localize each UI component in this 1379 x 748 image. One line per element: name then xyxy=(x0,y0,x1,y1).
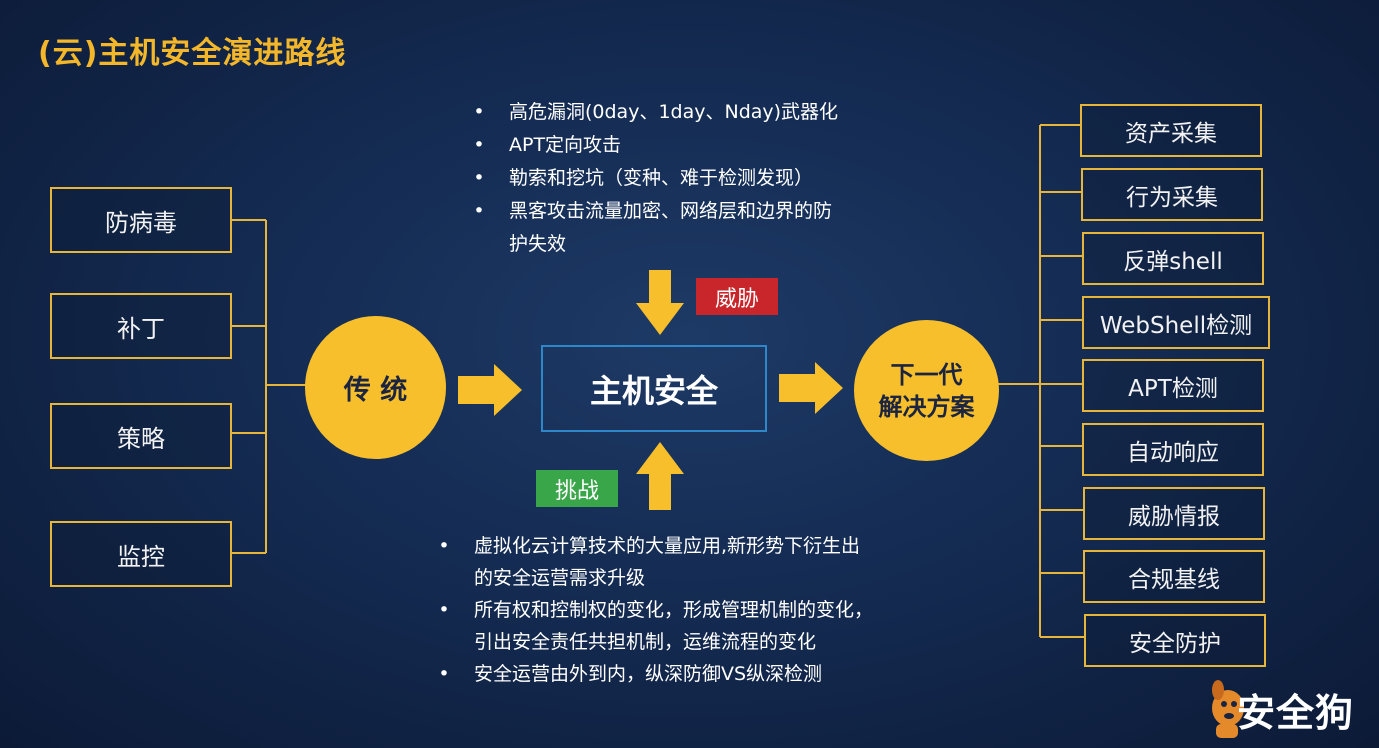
threat-bullet-list: • 高危漏洞(0day、1day、Nday)武器化 • APT定向攻击 • 勒索和挖坑… xyxy=(472,96,892,261)
right-item-security-protection: 安全防护 xyxy=(1084,614,1266,667)
right-item-behavior-collection: 行为采集 xyxy=(1081,168,1263,221)
threat-bullet-text: 勒索和挖坑（变种、难于检测发现） xyxy=(509,167,814,189)
host-security-label: 主机安全 xyxy=(589,371,718,410)
list-item: • 虚拟化云计算技术的大量应用,新形势下衍生出 的安全运营需求升级 xyxy=(437,530,937,594)
next-gen-line2: 解决方案 xyxy=(878,392,975,421)
left-item-patch: 补丁 xyxy=(50,293,232,359)
right-item-reverse-shell: 反弹shell xyxy=(1082,232,1264,285)
right-item-label: 自动响应 xyxy=(1127,439,1219,466)
threat-bullet-text: 高危漏洞(0day、1day、Nday)武器化 xyxy=(509,101,839,123)
brand-logo-text: 安全狗 xyxy=(1237,691,1355,735)
bullet-icon: • xyxy=(473,167,485,189)
list-item: • 安全运营由外到内，纵深防御VS纵深检测 xyxy=(437,658,937,690)
right-item-label: 行为采集 xyxy=(1126,184,1218,211)
right-item-auto-response: 自动响应 xyxy=(1082,423,1264,476)
right-item-label: APT检测 xyxy=(1128,375,1218,402)
bullet-icon: • xyxy=(438,535,450,557)
left-item-monitor: 监控 xyxy=(50,521,232,587)
threat-bullet-text: APT定向攻击 xyxy=(509,134,622,156)
list-item: • 所有权和控制权的变化，形成管理机制的变化， 引出安全责任共担机制，运维流程的变… xyxy=(437,594,937,658)
right-item-asset-collection: 资产采集 xyxy=(1080,104,1262,157)
traditional-label: 传 统 xyxy=(343,375,408,406)
list-item: • 高危漏洞(0day、1day、Nday)武器化 xyxy=(472,96,892,129)
bullet-icon: • xyxy=(438,599,450,621)
threat-bullet-text: 黑客攻击流量加密、网络层和边界的防 护失效 xyxy=(509,200,833,255)
list-item: • APT定向攻击 xyxy=(472,129,892,162)
right-item-compliance-baseline: 合规基线 xyxy=(1083,550,1265,603)
list-item: • 黑客攻击流量加密、网络层和边界的防 护失效 xyxy=(472,195,892,261)
left-item-label: 监控 xyxy=(117,542,165,571)
traditional-circle: 传 统 xyxy=(305,316,446,459)
right-item-label: 合规基线 xyxy=(1128,566,1220,593)
threat-tag-label: 威胁 xyxy=(714,286,759,312)
right-item-apt-detection: APT检测 xyxy=(1082,359,1264,412)
arrow-down-threat xyxy=(636,270,684,335)
arrow-to-nextgen xyxy=(779,362,843,414)
challenge-bullet-list: • 虚拟化云计算技术的大量应用,新形势下衍生出 的安全运营需求升级 • 所有权和控制… xyxy=(437,530,937,690)
list-item: • 勒索和挖坑（变种、难于检测发现） xyxy=(472,162,892,195)
right-item-label: 反弹shell xyxy=(1123,248,1223,275)
bullet-icon: • xyxy=(473,134,485,156)
left-item-policy: 策略 xyxy=(50,403,232,469)
left-item-label: 防病毒 xyxy=(105,208,177,237)
arrow-to-center xyxy=(458,364,522,416)
right-item-webshell-detection: WebShell检测 xyxy=(1082,296,1270,349)
challenge-tag: 挑战 xyxy=(536,470,618,507)
arrow-up-challenge xyxy=(636,442,684,510)
host-security-box: 主机安全 xyxy=(541,345,767,432)
right-item-label: 威胁情报 xyxy=(1128,503,1220,530)
right-item-label: WebShell检测 xyxy=(1099,312,1253,339)
next-gen-circle: 下一代 解决方案 xyxy=(854,320,999,461)
challenge-bullet-text: 虚拟化云计算技术的大量应用,新形势下衍生出 的安全运营需求升级 xyxy=(474,535,861,589)
left-item-label: 补丁 xyxy=(117,314,165,343)
challenge-bullet-text: 安全运营由外到内，纵深防御VS纵深检测 xyxy=(474,663,823,685)
page-title: (云)主机安全演进路线 xyxy=(38,36,347,71)
right-item-label: 资产采集 xyxy=(1125,120,1217,147)
threat-tag: 威胁 xyxy=(696,278,778,315)
challenge-tag-label: 挑战 xyxy=(554,478,599,504)
bullet-icon: • xyxy=(473,101,485,123)
left-item-label: 策略 xyxy=(117,424,165,453)
challenge-bullet-text: 所有权和控制权的变化，形成管理机制的变化， 引出安全责任共担机制，运维流程的变化 xyxy=(474,599,874,653)
bullet-icon: • xyxy=(473,200,485,222)
next-gen-line1: 下一代 xyxy=(890,360,963,389)
dog-mascot-icon xyxy=(1212,680,1244,738)
bullet-icon: • xyxy=(438,663,450,685)
right-item-label: 安全防护 xyxy=(1129,630,1221,657)
right-item-threat-intel: 威胁情报 xyxy=(1083,487,1265,540)
left-item-antivirus: 防病毒 xyxy=(50,187,232,253)
